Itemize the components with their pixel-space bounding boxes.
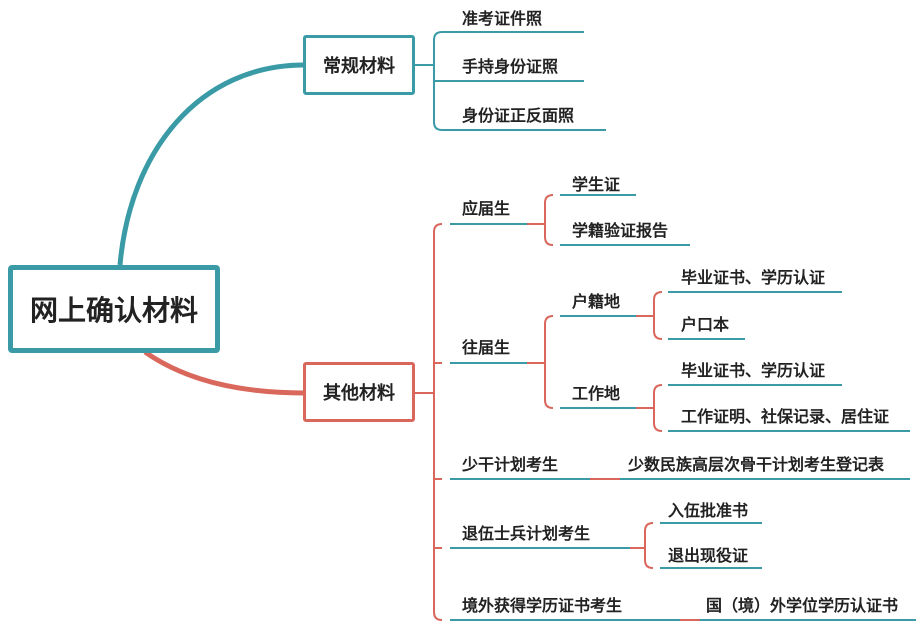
veteran-plan-label: 退伍士兵计划考生 (462, 524, 591, 543)
other-materials-node: 其他材料 (303, 362, 415, 422)
regular-item-id-sides: 身份证正反面照 (462, 106, 575, 125)
work-item-diploma: 毕业证书、学历认证 (681, 361, 826, 380)
regular-bracket (414, 31, 606, 131)
hukou-item-diploma: 毕业证书、学历认证 (681, 268, 826, 287)
other-bracket (414, 194, 700, 621)
minority-plan-label: 少干计划考生 (462, 455, 559, 474)
fresh-item-student-card: 学生证 (572, 175, 621, 194)
work-location-label: 工作地 (572, 384, 621, 403)
overseas-degree-label: 境外获得学历证书考生 (462, 596, 623, 615)
connector-root-regular (117, 62, 305, 266)
overseas-item-certification: 国（境）外学位学历认证书 (706, 596, 899, 615)
connector-root-other (143, 349, 305, 396)
veteran-item-enlistment: 入伍批准书 (668, 501, 749, 520)
root-node: 网上确认材料 (8, 265, 220, 353)
past-graduates-label: 往届生 (462, 338, 511, 357)
label-underlines (450, 194, 916, 621)
regular-item-hand-id: 手持身份证照 (462, 57, 559, 76)
regular-materials-node: 常规材料 (303, 35, 415, 95)
minority-item-form: 少数民族高层次骨干计划考生登记表 (628, 455, 885, 474)
fresh-graduates-label: 应届生 (462, 199, 511, 218)
fresh-item-status-report: 学籍验证报告 (572, 221, 669, 240)
hukou-label: 户籍地 (572, 292, 621, 311)
regular-item-photo: 准考证件照 (462, 9, 543, 28)
hukou-item-household: 户口本 (681, 315, 730, 334)
veteran-item-discharge: 退出现役证 (668, 546, 749, 565)
work-item-proof: 工作证明、社保记录、居住证 (681, 407, 890, 426)
